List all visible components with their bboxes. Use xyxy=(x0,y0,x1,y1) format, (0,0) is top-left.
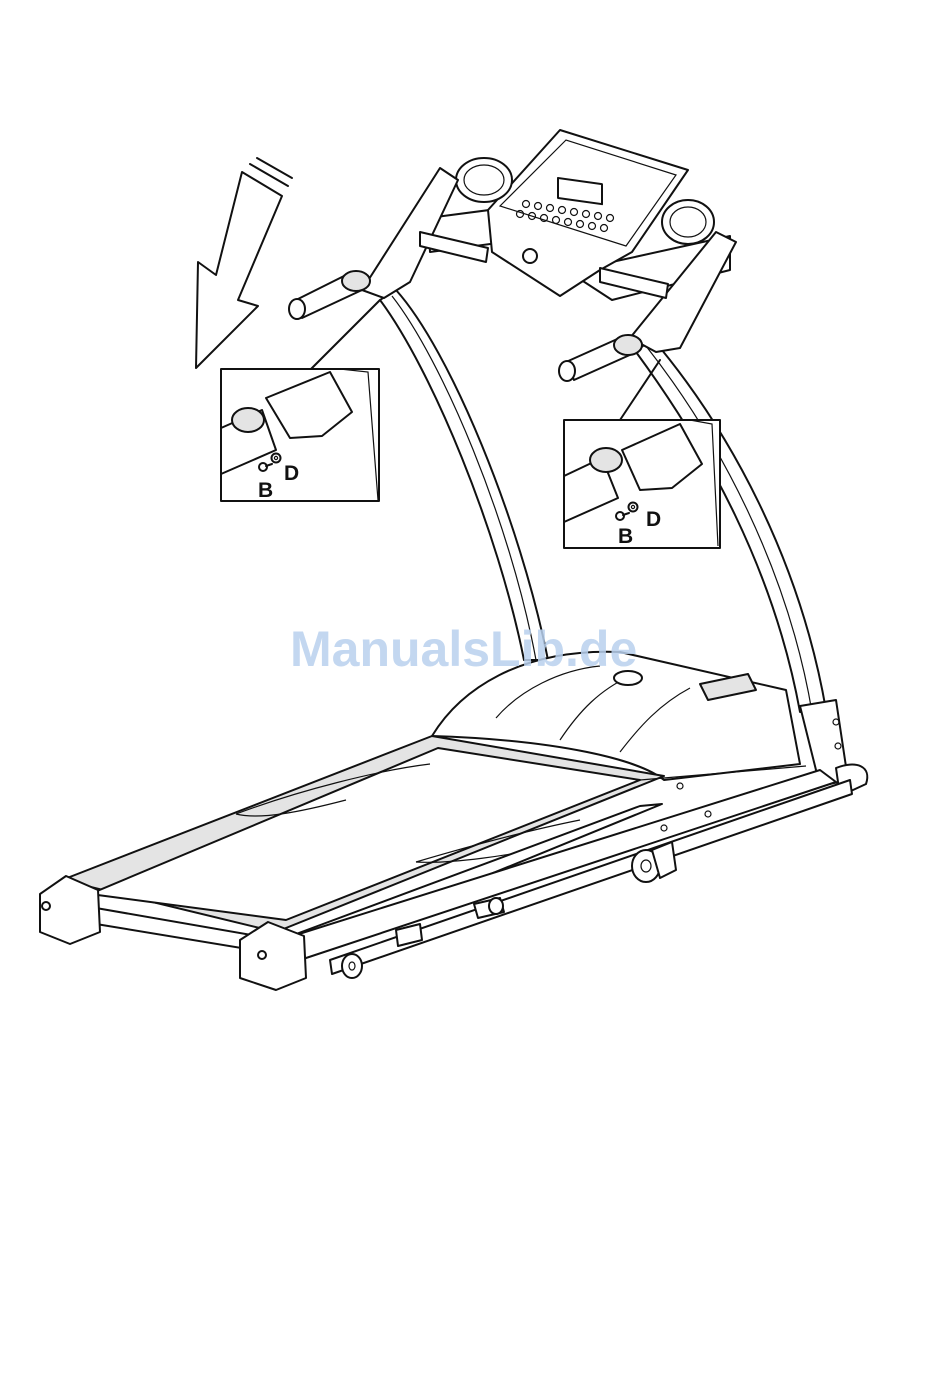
watermark-text: ManualsLib.de xyxy=(290,621,637,677)
left-upright xyxy=(380,290,548,660)
left-handlebar xyxy=(289,168,488,319)
rear-end-cap-left xyxy=(40,876,100,944)
washer-icon xyxy=(629,503,638,512)
front-foot xyxy=(342,954,362,978)
rear-end-cap-right xyxy=(240,922,306,990)
callout-right-screw-label: B xyxy=(618,525,633,548)
callout-right-washer-label: D xyxy=(646,508,661,531)
washer-icon xyxy=(272,454,281,463)
callout-detail-right: B D xyxy=(564,420,720,548)
callout-detail-left: B D xyxy=(221,369,379,502)
direction-arrow-icon xyxy=(196,158,292,368)
callout-left-washer-label: D xyxy=(284,462,299,485)
callout-left-screw-label: B xyxy=(258,479,273,502)
